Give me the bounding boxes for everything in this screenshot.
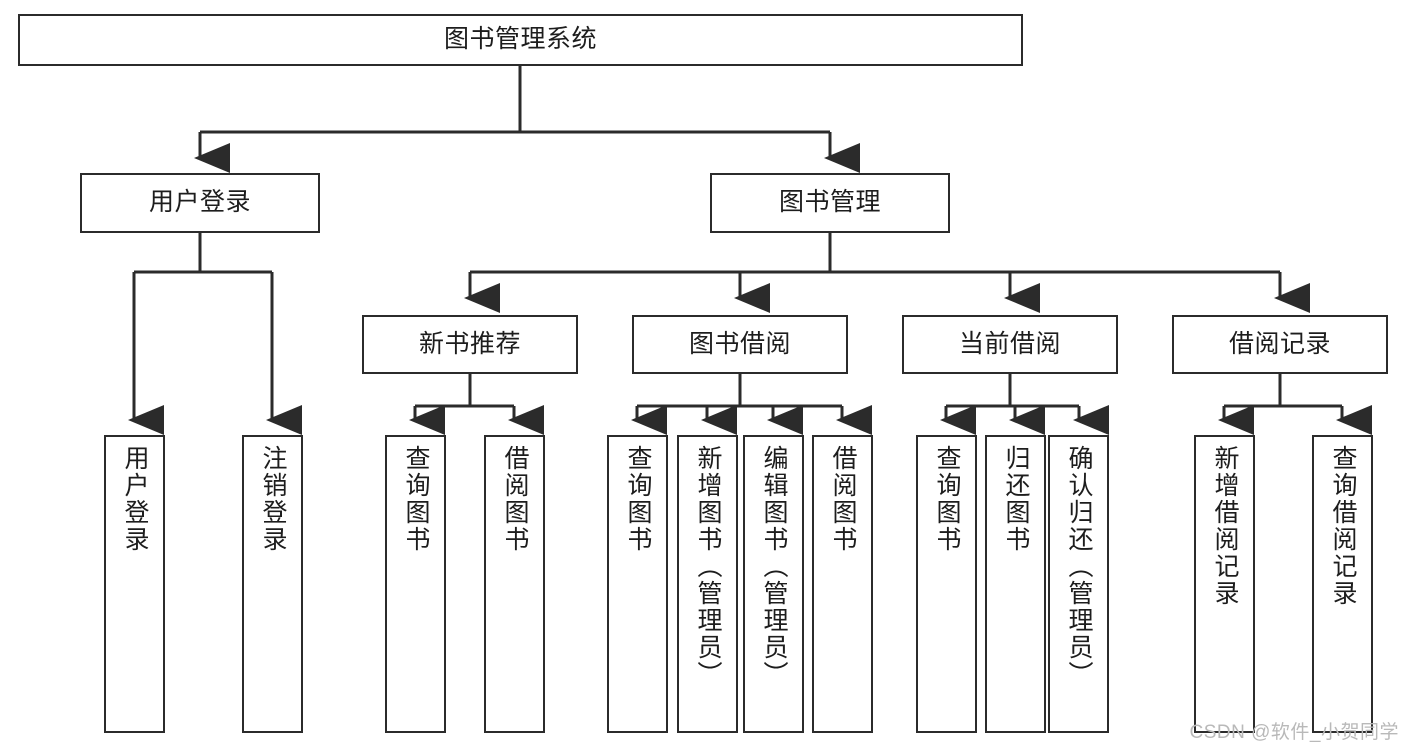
node-book-management[interactable]: 图书管理 xyxy=(710,173,950,233)
leaf-user-login[interactable]: 用户登录 xyxy=(104,435,165,733)
leaf-current-confirm-return-admin-label: 确认归还（管理员） xyxy=(1065,445,1093,688)
node-user-login-label: 用户登录 xyxy=(148,188,251,217)
leaf-logout-label: 注销登录 xyxy=(259,445,287,553)
node-borrow-records-label: 借阅记录 xyxy=(1228,329,1331,358)
leaf-logout[interactable]: 注销登录 xyxy=(242,435,303,733)
node-book-borrowing[interactable]: 图书借阅 xyxy=(632,315,848,374)
leaf-record-search-label: 查询借阅记录 xyxy=(1329,445,1357,607)
leaf-new-book-borrow[interactable]: 借阅图书 xyxy=(484,435,545,733)
leaf-borrow-edit-book-admin-label: 编辑图书（管理员） xyxy=(760,445,788,688)
leaf-borrow-borrow-book-label: 借阅图书 xyxy=(829,445,857,553)
leaf-user-login-label: 用户登录 xyxy=(121,445,149,553)
leaf-current-return-book-label: 归还图书 xyxy=(1002,445,1030,553)
leaf-current-search-book[interactable]: 查询图书 xyxy=(916,435,977,733)
leaf-new-book-search[interactable]: 查询图书 xyxy=(385,435,446,733)
node-current-borrowing-label: 当前借阅 xyxy=(958,329,1061,358)
node-root[interactable]: 图书管理系统 xyxy=(18,14,1023,66)
node-book-management-label: 图书管理 xyxy=(778,188,881,217)
node-user-login[interactable]: 用户登录 xyxy=(80,173,320,233)
node-borrow-records[interactable]: 借阅记录 xyxy=(1172,315,1388,374)
node-root-label: 图书管理系统 xyxy=(443,25,597,54)
leaf-new-book-borrow-label: 借阅图书 xyxy=(501,445,529,553)
leaf-borrow-add-book-admin-label: 新增图书（管理员） xyxy=(694,445,722,688)
node-book-borrowing-label: 图书借阅 xyxy=(688,329,791,358)
node-new-book-recommendation[interactable]: 新书推荐 xyxy=(362,315,578,374)
leaf-current-search-book-label: 查询图书 xyxy=(933,445,961,553)
leaf-current-return-book[interactable]: 归还图书 xyxy=(985,435,1046,733)
leaf-borrow-add-book-admin[interactable]: 新增图书（管理员） xyxy=(677,435,738,733)
leaf-record-add-label: 新增借阅记录 xyxy=(1211,445,1239,607)
leaf-borrow-borrow-book[interactable]: 借阅图书 xyxy=(812,435,873,733)
leaf-record-add[interactable]: 新增借阅记录 xyxy=(1194,435,1255,733)
node-current-borrowing[interactable]: 当前借阅 xyxy=(902,315,1118,374)
leaf-current-confirm-return-admin[interactable]: 确认归还（管理员） xyxy=(1048,435,1109,733)
leaf-record-search[interactable]: 查询借阅记录 xyxy=(1312,435,1373,733)
leaf-new-book-search-label: 查询图书 xyxy=(402,445,430,553)
leaf-borrow-search-book[interactable]: 查询图书 xyxy=(607,435,668,733)
node-new-book-recommendation-label: 新书推荐 xyxy=(418,329,521,358)
watermark: CSDN @软件_小贺同学 xyxy=(1189,722,1399,743)
leaf-borrow-edit-book-admin[interactable]: 编辑图书（管理员） xyxy=(743,435,804,733)
leaf-borrow-search-book-label: 查询图书 xyxy=(624,445,652,553)
